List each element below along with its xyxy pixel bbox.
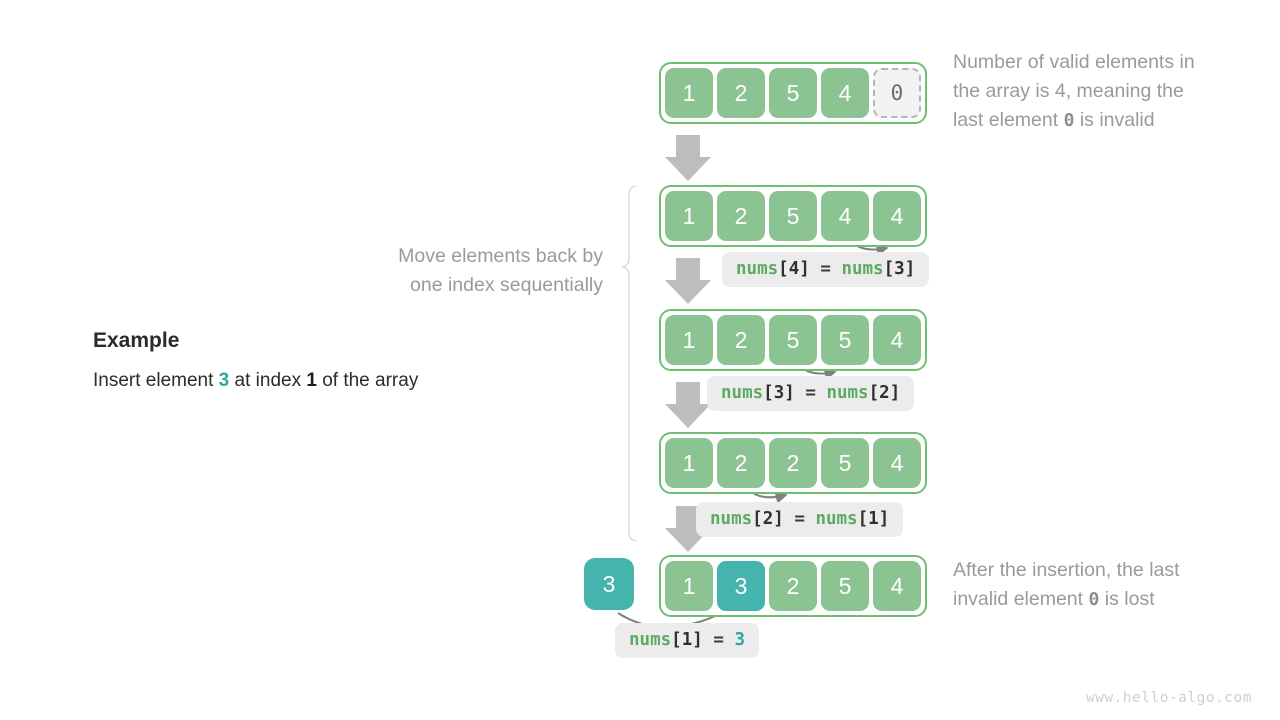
example-desc-mid: at index [229, 370, 307, 391]
note-middle-line2: one index sequentially [410, 274, 603, 296]
note-top-line3-prefix: last element [953, 109, 1064, 131]
grouping-brace [621, 185, 637, 542]
array-container: 1 2 5 5 4 [659, 309, 927, 371]
code-nums1-eq-3: nums[1] = 3 [615, 623, 759, 658]
note-middle: Move elements back by one index sequentia… [303, 242, 603, 300]
array-cell: 5 [821, 315, 869, 365]
array-container: 1 2 5 4 4 [659, 185, 927, 247]
array-cell: 5 [821, 438, 869, 488]
array-cell: 4 [821, 68, 869, 118]
array-cell: 4 [873, 191, 921, 241]
array-cell: 2 [769, 438, 817, 488]
code-rhs-index: 2 [879, 383, 890, 403]
example-description: Insert element 3 at index 1 of the array [93, 370, 418, 392]
code-lhs-id: nums [736, 259, 779, 279]
code-operator: = [805, 383, 816, 403]
array-row-initial: 1 2 5 4 0 [659, 62, 927, 124]
watermark: www.hello-algo.com [1085, 690, 1252, 706]
array-cell: 4 [873, 438, 921, 488]
array-cell: 1 [665, 191, 713, 241]
down-arrow-1 [665, 135, 711, 181]
down-arrow-3 [665, 382, 711, 428]
code-nums2-eq-nums1: nums[2] = nums[1] [696, 502, 904, 537]
code-nums3-eq-nums2: nums[3] = nums[2] [707, 376, 915, 411]
array-row-final: 1 3 2 5 4 [659, 555, 927, 617]
array-cell: 2 [717, 315, 765, 365]
array-container: 1 3 2 5 4 [659, 555, 927, 617]
code-rhs-value: 3 [734, 630, 745, 650]
code-lhs-index: 2 [762, 509, 774, 529]
array-row-shift-3: 1 2 5 5 4 [659, 309, 927, 371]
code-operator: = [794, 509, 805, 529]
array-cell: 5 [821, 561, 869, 611]
array-cell: 1 [665, 438, 713, 488]
note-top-line2: the array is 4, meaning the [953, 80, 1184, 102]
array-cell: 1 [665, 68, 713, 118]
array-container: 1 2 5 4 0 [659, 62, 927, 124]
array-row-shift-4: 1 2 5 4 4 [659, 185, 927, 247]
array-cell-invalid: 0 [873, 68, 921, 118]
note-top-line3-suffix: is invalid [1074, 109, 1155, 131]
note-bottom-line1: After the insertion, the last [953, 559, 1180, 581]
note-top-line3-value: 0 [1063, 110, 1075, 131]
code-rhs-index: 1 [868, 509, 879, 529]
code-lhs-id: nums [629, 630, 672, 650]
note-top: Number of valid elements in the array is … [953, 48, 1263, 135]
example-desc-index: 1 [306, 370, 317, 391]
code-rhs-id: nums [826, 383, 869, 403]
array-cell: 1 [665, 315, 713, 365]
note-bottom-line2-prefix: invalid element [953, 588, 1089, 610]
array-cell: 4 [873, 561, 921, 611]
array-cell: 5 [769, 68, 817, 118]
array-cell-inserted: 3 [717, 561, 765, 611]
array-cell: 1 [665, 561, 713, 611]
note-top-line1: Number of valid elements in [953, 51, 1195, 73]
note-middle-line1: Move elements back by [398, 245, 603, 267]
code-rhs-index: 3 [894, 259, 905, 279]
code-lhs-id: nums [710, 509, 753, 529]
array-container: 1 2 2 5 4 [659, 432, 927, 494]
example-desc-suffix: of the array [316, 370, 419, 391]
code-rhs-id: nums [841, 259, 884, 279]
example-title: Example [93, 329, 180, 352]
note-bottom-line2-suffix: is lost [1099, 588, 1155, 610]
code-rhs-id: nums [815, 509, 858, 529]
code-lhs-index: 4 [788, 259, 800, 279]
code-lhs-id: nums [721, 383, 764, 403]
code-lhs-index: 1 [681, 630, 693, 650]
note-bottom: After the insertion, the last invalid ele… [953, 556, 1273, 614]
array-cell: 4 [873, 315, 921, 365]
array-cell: 5 [769, 191, 817, 241]
array-cell: 2 [717, 68, 765, 118]
down-arrow-2 [665, 258, 711, 304]
array-cell: 2 [717, 438, 765, 488]
example-desc-prefix: Insert element [93, 370, 219, 391]
array-row-shift-2: 1 2 2 5 4 [659, 432, 927, 494]
array-cell: 5 [769, 315, 817, 365]
array-cell: 2 [717, 191, 765, 241]
note-bottom-line2-value: 0 [1088, 589, 1100, 610]
code-nums4-eq-nums3: nums[4] = nums[3] [722, 252, 930, 287]
code-operator: = [713, 630, 724, 650]
example-desc-value: 3 [218, 370, 230, 391]
array-cell: 4 [821, 191, 869, 241]
code-lhs-index: 3 [773, 383, 785, 403]
array-cell: 2 [769, 561, 817, 611]
code-operator: = [820, 259, 831, 279]
insert-element-box: 3 [584, 558, 634, 610]
